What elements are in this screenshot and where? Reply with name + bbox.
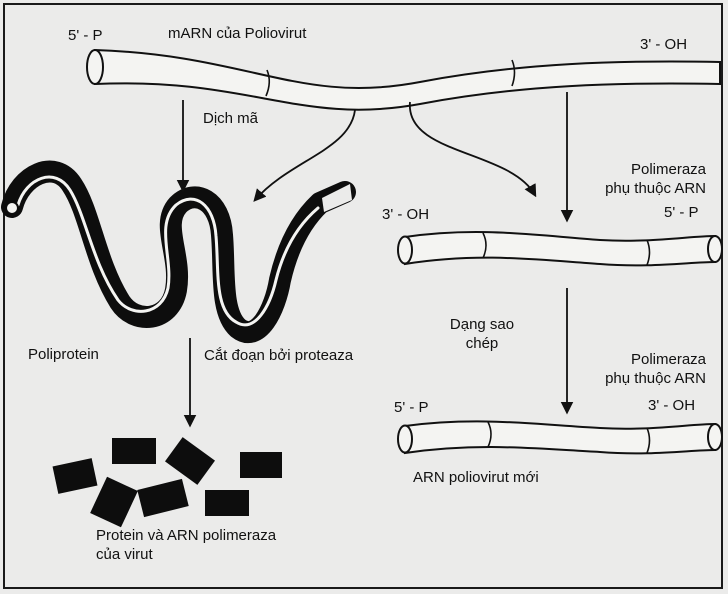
three-prime-label-low: 3' - OH <box>648 396 695 415</box>
diagram-title: mARN của Poliovirut <box>168 24 306 43</box>
protein-label: Protein và ARN polimeraza của virut <box>96 526 276 564</box>
five-prime-label-top: 5' - P <box>68 26 103 45</box>
replicative-form-label-line2: chép <box>432 334 532 353</box>
polymerase-label-1: Polimeraza phụ thuộc ARN <box>592 160 706 198</box>
polymerase-label-2-line1: Polimeraza <box>592 350 706 369</box>
protein-fragments <box>53 437 282 527</box>
five-prime-label-mid: 5' - P <box>664 203 699 222</box>
polymerase-label-2: Polimeraza phụ thuộc ARN <box>592 350 706 388</box>
replicative-form-tube <box>398 232 722 265</box>
protein-label-line1: Protein và ARN polimeraza <box>96 526 276 545</box>
polymerase-label-1-line1: Polimeraza <box>592 160 706 179</box>
polymerase-label-1-line2: phụ thuộc ARN <box>592 179 706 198</box>
polymerase-label-2-line2: phụ thuộc ARN <box>592 369 706 388</box>
three-prime-label-top: 3' - OH <box>640 35 687 54</box>
protease-cleavage-label: Cắt đoạn bởi proteaza <box>204 346 353 365</box>
arrow-to-replication <box>410 102 535 195</box>
replicative-form-label: Dạng sao chép <box>432 315 532 353</box>
mrna-tube <box>87 50 720 110</box>
protein-label-line2: của virut <box>96 545 276 564</box>
three-prime-label-mid: 3' - OH <box>382 205 429 224</box>
polyprotein-label: Poliprotein <box>28 345 99 364</box>
new-rna-tube <box>398 421 722 453</box>
new-rna-label: ARN poliovirut mới <box>413 468 539 487</box>
replicative-form-label-line1: Dạng sao <box>432 315 532 334</box>
translation-label: Dịch mã <box>203 109 258 128</box>
five-prime-label-low: 5' - P <box>394 398 429 417</box>
polyprotein-chain <box>6 172 352 333</box>
